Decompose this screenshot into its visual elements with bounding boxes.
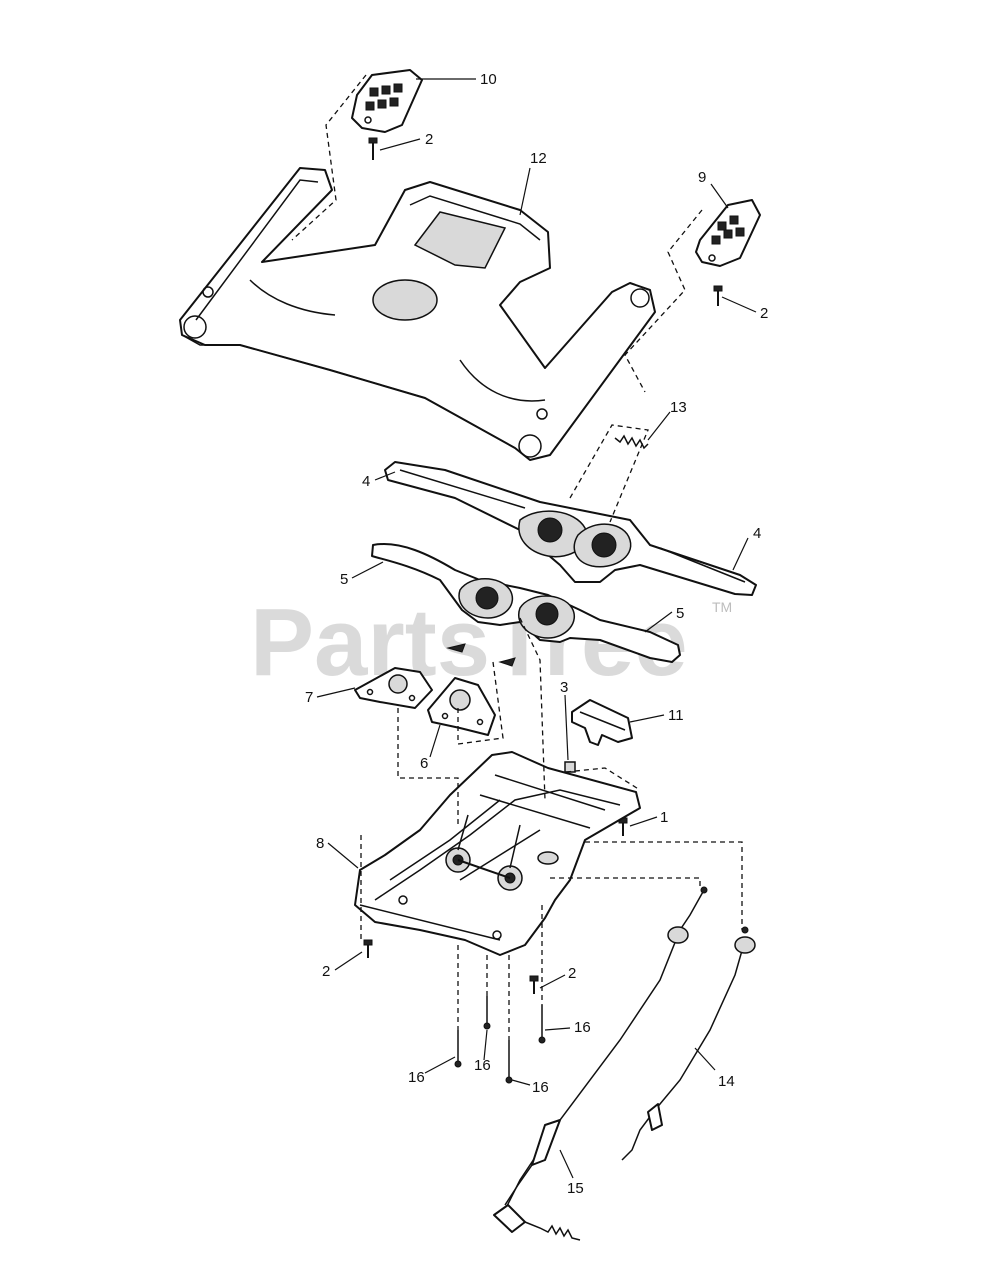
callout-5-left: 5 [340,571,348,588]
callout-16-a: 16 [408,1069,425,1086]
callout-2-base-right: 2 [568,965,576,982]
part-1-screw[interactable] [618,817,628,836]
callout-13: 13 [670,399,687,416]
part-5-lever-assembly[interactable] [371,543,681,667]
part-12-dash-housing[interactable] [179,167,656,461]
part-16-screw-b[interactable] [483,996,491,1030]
watermark-trademark: TM [712,599,732,615]
callout-4-left: 4 [362,473,370,490]
callout-8: 8 [316,835,324,852]
callout-2-top-left: 2 [425,131,433,148]
callout-12: 12 [530,150,547,167]
part-14-cable[interactable] [621,926,756,1161]
callout-2-base-left: 2 [322,963,330,980]
callout-1: 1 [660,809,668,826]
part-11-bracket[interactable] [571,699,633,746]
part-16-screw-a[interactable] [454,1030,462,1068]
part-3-nut[interactable] [564,761,576,773]
callout-labels: 10 2 12 9 2 13 4 4 5 5 7 3 11 6 1 8 2 2 … [305,71,768,1197]
callout-7: 7 [305,689,313,706]
callout-6: 6 [420,755,428,772]
callout-10: 10 [480,71,497,88]
callout-2-top-right: 2 [760,305,768,322]
part-4-lever-assembly[interactable] [384,461,757,596]
callout-9: 9 [698,169,706,186]
callout-16-b: 16 [474,1057,491,1074]
part-9-foot-pad[interactable] [695,199,761,267]
callout-16-c: 16 [532,1079,549,1096]
part-7-cam-plate[interactable] [354,667,433,709]
part-8-base-plate[interactable] [354,751,641,956]
callout-5-right: 5 [676,605,684,622]
alignment-lines [291,74,743,1040]
callout-4-right: 4 [753,525,761,542]
callout-16-d: 16 [574,1019,591,1036]
part-15-cable[interactable] [493,886,708,1241]
leader-lines [316,78,757,1179]
part-2-screw-base-left[interactable] [363,939,373,958]
callout-11: 11 [668,707,684,724]
part-6-cam-plate[interactable] [427,677,496,736]
part-13-spring[interactable] [614,434,649,450]
part-2-screw-top-left[interactable] [368,137,378,160]
callout-15: 15 [567,1180,584,1197]
part-2-screw-base-right[interactable] [529,975,539,994]
part-16-screw-d[interactable] [538,1005,546,1044]
part-2-screw-top-right[interactable] [713,285,723,306]
callout-3: 3 [560,679,568,696]
part-10-foot-pad[interactable] [351,69,423,133]
part-16-screw-c[interactable] [505,1040,513,1084]
callout-14: 14 [718,1073,735,1090]
